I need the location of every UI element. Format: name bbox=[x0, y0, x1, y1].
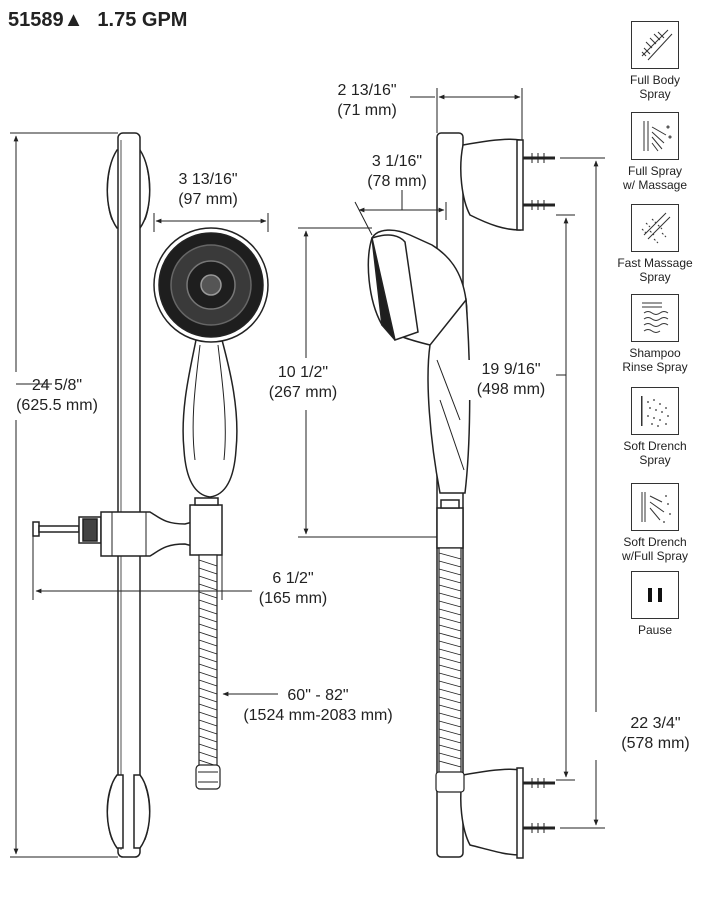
hand-shower-front bbox=[153, 227, 269, 498]
arm-reach-label: 6 1/2" (165 mm) bbox=[258, 570, 328, 607]
mount-span-label: 19 9/16" (498 mm) bbox=[466, 360, 556, 400]
flow-rate: 1.75 GPM bbox=[97, 9, 188, 31]
hose-side bbox=[435, 547, 465, 793]
spray-mode-pause: Pause bbox=[605, 571, 705, 637]
bracket-projection-label: 2 13/16" (71 mm) bbox=[337, 82, 397, 119]
full-body-spray-icon bbox=[631, 21, 679, 69]
warning-triangle-icon: ▲ bbox=[63, 9, 84, 31]
lower-span-label: 22 3/4" (578 mm) bbox=[621, 715, 690, 752]
slider-bracket-front bbox=[32, 497, 223, 557]
slide-bar-front bbox=[106, 132, 151, 858]
dimension-lines bbox=[10, 88, 605, 858]
page-title: 51589▲ 1.75 GPM bbox=[8, 9, 187, 32]
model-number: 51589 bbox=[8, 9, 64, 31]
full-spray-massage-icon bbox=[631, 112, 679, 160]
handle-length-label: 10 1/2" (267 mm) bbox=[268, 364, 338, 401]
hose-length-label: 60" - 82" (1524 mm-2083 mm) bbox=[243, 687, 393, 724]
head-width-label: 3 13/16" (97 mm) bbox=[178, 171, 238, 208]
shampoo-rinse-icon bbox=[631, 294, 679, 342]
pause-icon bbox=[631, 571, 679, 619]
hose-front bbox=[195, 554, 221, 790]
soft-drench-icon bbox=[631, 387, 679, 435]
soft-drench-full-icon bbox=[631, 483, 679, 531]
head-depth-label: 3 1/16" (78 mm) bbox=[367, 153, 427, 190]
fast-massage-icon bbox=[631, 204, 679, 252]
bar-length-label: 24 5/8" (625.5 mm) bbox=[16, 377, 98, 414]
hand-shower-side bbox=[367, 229, 471, 549]
